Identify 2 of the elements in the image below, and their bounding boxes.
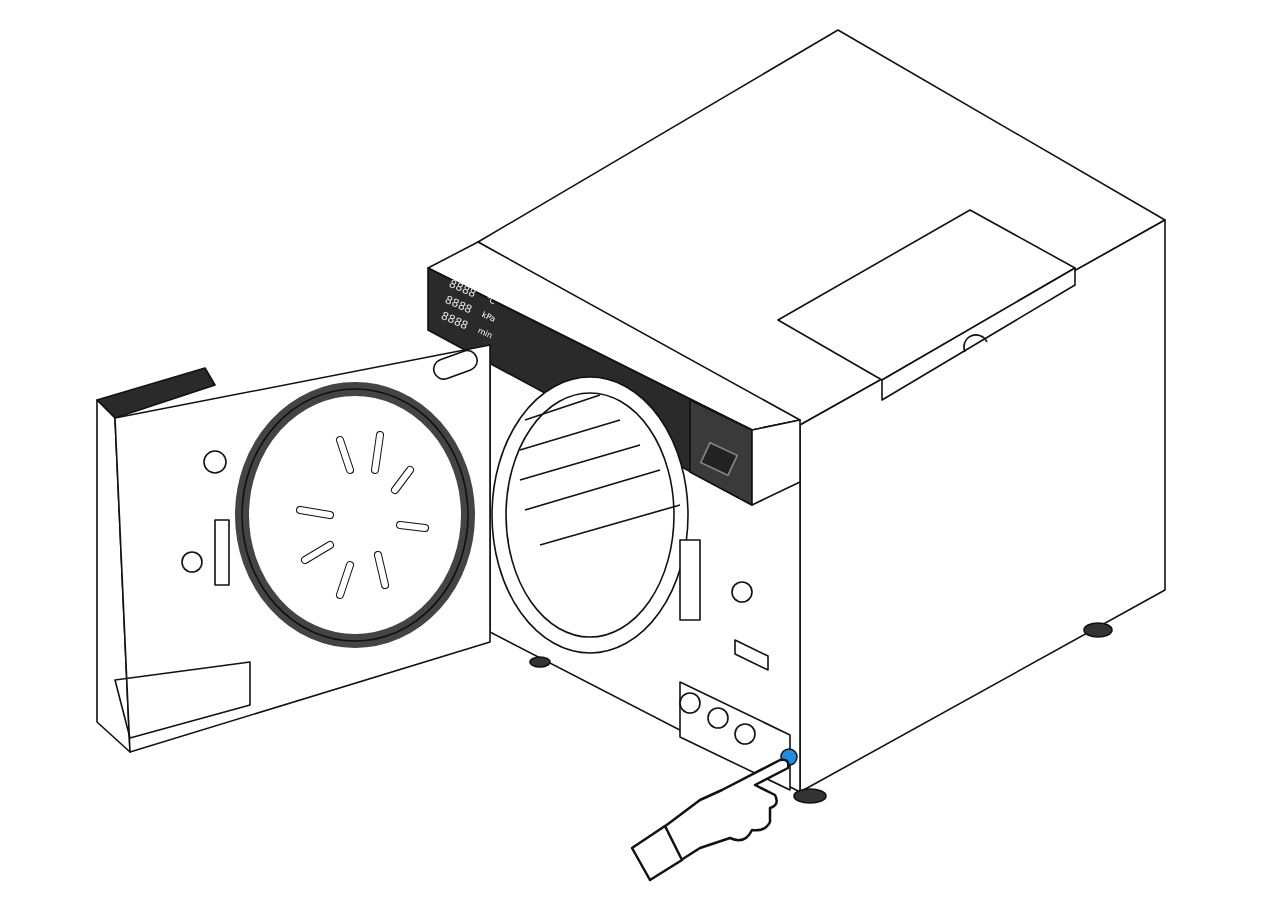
unit-text: kPa [480,310,497,324]
unit-text: min [476,326,494,341]
